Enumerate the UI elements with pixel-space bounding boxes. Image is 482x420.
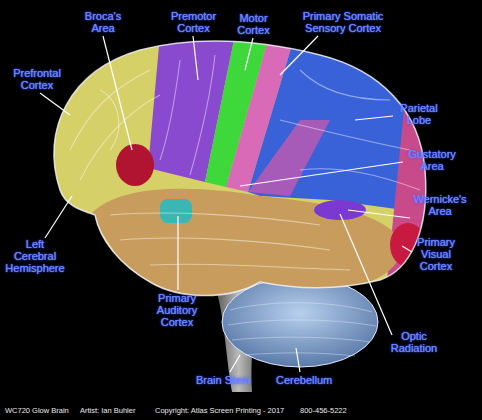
region-label: Brain Stem	[196, 374, 250, 386]
region-label: Gustatory Area	[403, 148, 461, 172]
region-label: Premotor Cortex	[166, 10, 221, 34]
region-label: Primary Auditory Cortex	[150, 292, 204, 328]
region-label: Cerebellum	[276, 374, 332, 386]
region-label: Prefrontal Cortex	[8, 67, 66, 91]
credit-text: Artist: Ian Buhler	[80, 406, 135, 415]
region-label: Left Cerebral Hemisphere	[4, 238, 66, 274]
region-label: Motor Cortex	[231, 12, 276, 36]
region-label: Optic Radiation	[386, 330, 442, 354]
leader-lines	[40, 36, 412, 372]
region-label: Primary Visual Cortex	[410, 236, 462, 272]
credit-text: 800-456-5222	[300, 406, 347, 415]
credit-text: WC720 Glow Brain	[5, 406, 69, 415]
cerebrum	[30, 30, 450, 320]
credit-text: Copyright: Atlas Screen Printing - 2017	[155, 406, 284, 415]
region-label: Parietal Lobe	[394, 102, 444, 126]
cerebrum-outline	[54, 41, 426, 296]
cerebellum-shape	[222, 277, 378, 367]
region-label: Broca's Area	[78, 10, 128, 34]
region-label: Wernicke's Area	[408, 193, 472, 217]
region-label: Primary Somatic Sensory Cortex	[298, 10, 388, 34]
